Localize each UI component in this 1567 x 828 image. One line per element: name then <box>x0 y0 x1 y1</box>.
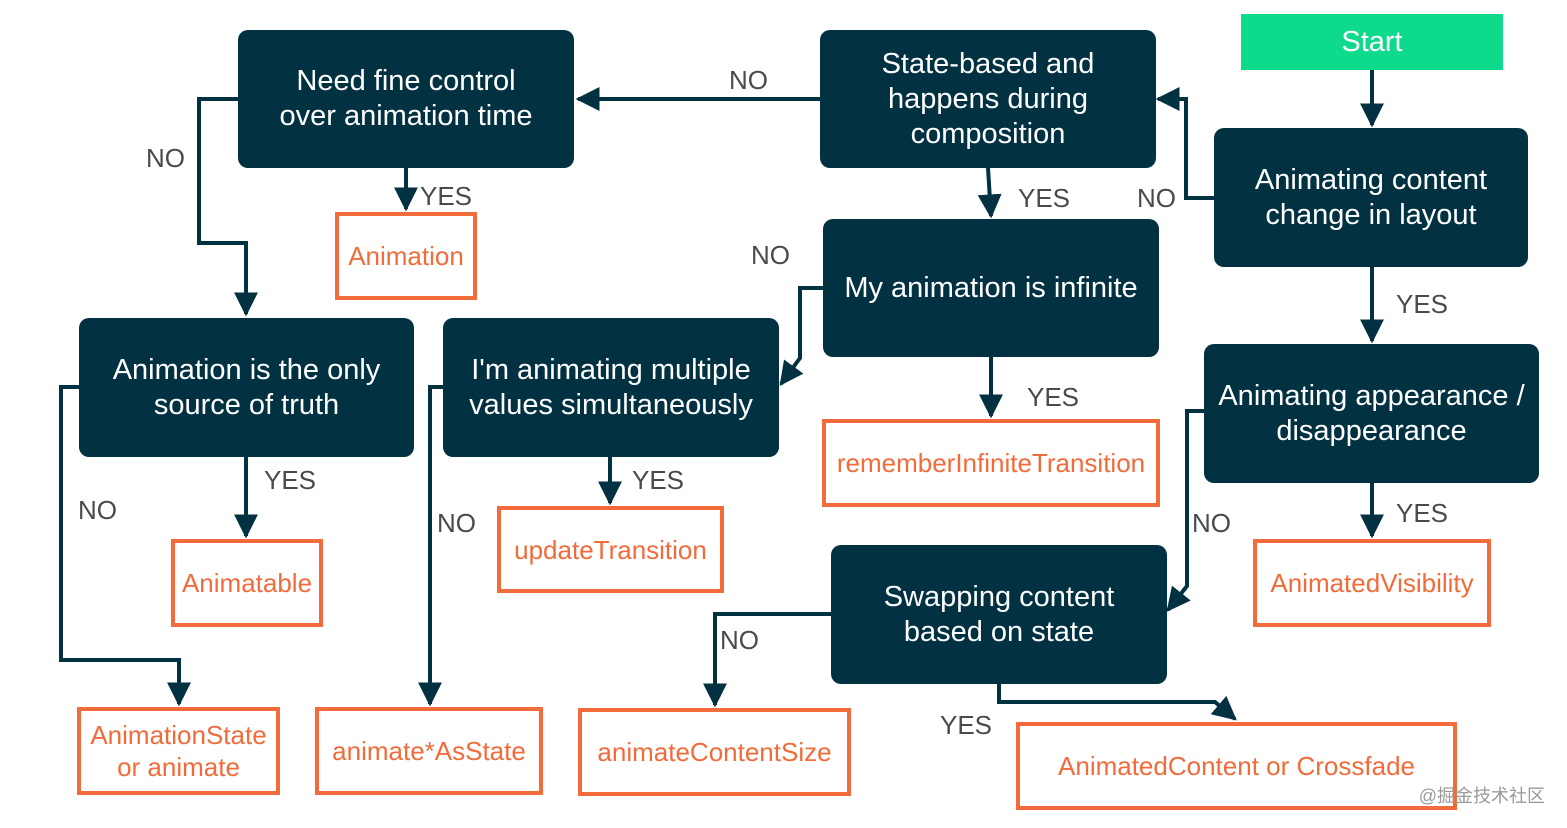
label-no-appearance: NO <box>1192 508 1231 538</box>
animatable-result-label: Animatable <box>181 568 313 598</box>
animation-result: Animation <box>335 212 477 300</box>
animation-state-result: AnimationState or animate <box>77 707 280 795</box>
animated-content-result-label: AnimatedContent or Crossfade <box>1058 751 1415 781</box>
animate-as-state-result-label: animate*AsState <box>332 736 526 766</box>
content-change-node: Animating content change in layout <box>1214 128 1528 267</box>
state-based-node-label: State-based and happens during compositi… <box>881 47 1095 150</box>
label-no-content-change: NO <box>1137 183 1176 213</box>
edge-state-based-to-infinite <box>977 167 1002 219</box>
label-no-swapping: NO <box>720 625 759 655</box>
multiple-values-node-label: I'm animating multiple values simultaneo… <box>469 353 753 421</box>
infinite-node: My animation is infinite <box>823 219 1159 357</box>
remember-infinite-transition-result: rememberInfiniteTransition <box>822 419 1160 507</box>
edge-content-change-to-state-based <box>1155 87 1214 200</box>
edge-multiple-values-to-animate-as-state <box>418 385 443 707</box>
content-change-node-label: Animating content change in layout <box>1254 163 1488 231</box>
source-of-truth-node-label: Animation is the only source of truth <box>112 353 381 421</box>
appearance-node-label: Animating appearance / disappearance <box>1218 379 1525 447</box>
fine-control-node-label: Need fine control over animation time <box>279 65 533 132</box>
update-transition-result-label: updateTransition <box>514 534 707 565</box>
label-no-state-based: NO <box>729 65 768 95</box>
start-node-label: Start <box>1341 25 1403 58</box>
watermark: @掘金技术社区 <box>1418 786 1545 806</box>
edge-swapping-to-animated-content <box>997 684 1237 721</box>
update-transition-result: updateTransition <box>497 506 724 593</box>
animated-visibility-result: AnimatedVisibility <box>1253 539 1491 627</box>
animatable-result: Animatable <box>171 539 323 627</box>
label-yes-fine-control: YES <box>420 181 473 211</box>
label-yes-content-change: YES <box>1396 289 1449 319</box>
swapping-node: Swapping content based on state <box>831 545 1167 684</box>
edge-swapping-to-animate-content-size <box>703 612 831 708</box>
remember-infinite-transition-result-label: rememberInfiniteTransition <box>836 448 1146 478</box>
label-yes-source-of-truth: YES <box>264 465 317 495</box>
multiple-values-node: I'm animating multiple values simultaneo… <box>443 318 779 457</box>
animate-as-state-result: animate*AsState <box>315 707 543 795</box>
animation-result-label: Animation <box>348 241 464 271</box>
edge-fine-control-to-source-of-truth <box>197 97 258 317</box>
source-of-truth-node: Animation is the only source of truth <box>79 318 414 457</box>
infinite-node-label: My animation is infinite <box>844 271 1138 304</box>
appearance-node: Animating appearance / disappearance <box>1204 344 1539 483</box>
animate-content-size-result-label: animateContentSize <box>597 737 832 767</box>
label-no-infinite: NO <box>751 240 790 270</box>
label-yes-swapping: YES <box>940 710 993 740</box>
label-yes-multiple-values: YES <box>632 465 685 495</box>
label-yes-appearance: YES <box>1396 498 1449 528</box>
edge-infinite-to-multiple-values <box>779 286 823 386</box>
animated-content-result: AnimatedContent or Crossfade <box>1016 722 1457 810</box>
fine-control-node: Need fine control over animation time <box>238 30 574 168</box>
label-no-source-of-truth: NO <box>78 495 117 525</box>
animated-visibility-result-label: AnimatedVisibility <box>1270 568 1474 598</box>
start-node: Start <box>1241 14 1503 70</box>
label-no-multiple-values: NO <box>437 508 476 538</box>
edge-source-of-truth-to-animation-state <box>59 385 191 707</box>
state-based-node: State-based and happens during compositi… <box>820 30 1156 168</box>
label-yes-state-based: YES <box>1018 183 1071 213</box>
animate-content-size-result: animateContentSize <box>578 708 851 796</box>
swapping-node-label: Swapping content based on state <box>883 580 1115 648</box>
label-no-fine-control: NO <box>146 143 185 173</box>
edge-appearance-to-swapping <box>1166 409 1204 612</box>
label-yes-infinite: YES <box>1027 382 1080 412</box>
animation-state-result-label: AnimationState or animate <box>90 720 267 782</box>
